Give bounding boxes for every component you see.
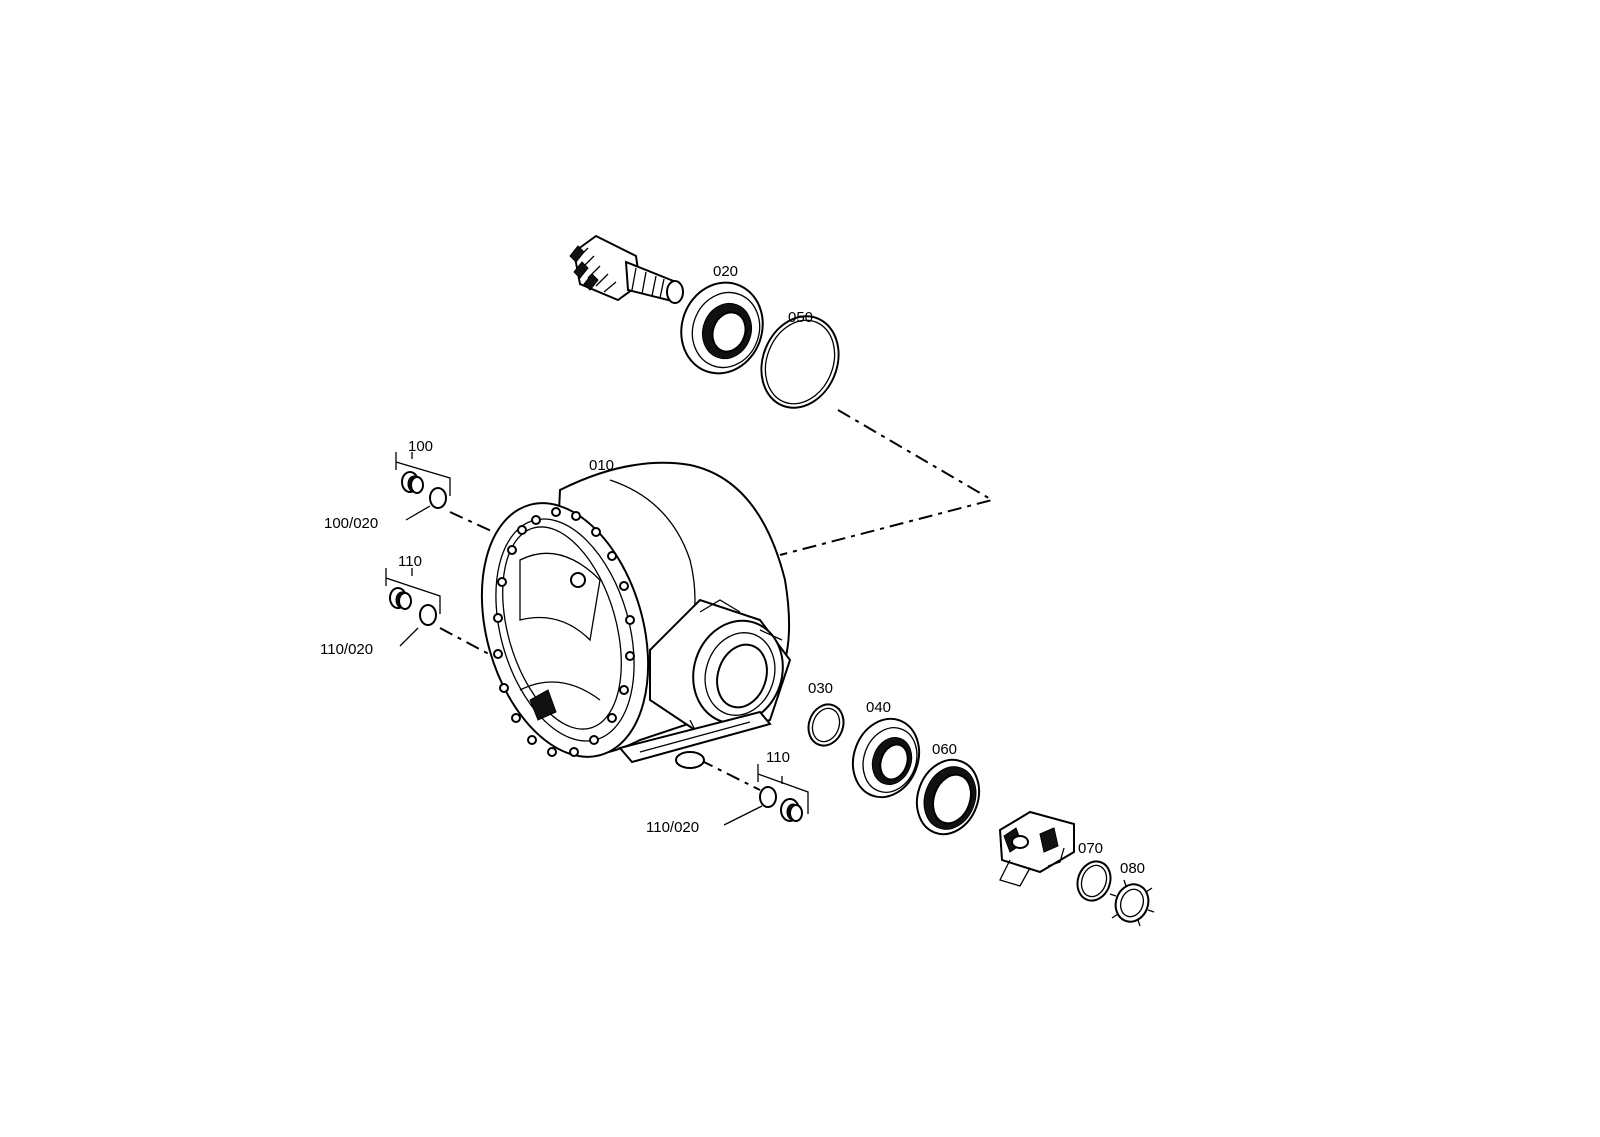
label-110-top: 110 bbox=[398, 553, 422, 570]
shim-030 bbox=[807, 703, 845, 747]
leader-110-020-top bbox=[399, 627, 419, 647]
part-labels: 010 020 050 030 040 060 070 080 100 100/… bbox=[320, 263, 1145, 877]
label-110-020-bottom: 110/020 bbox=[646, 819, 699, 836]
label-110-020-top: 110/020 bbox=[320, 641, 373, 658]
label-080: 080 bbox=[1120, 860, 1145, 877]
label-070: 070 bbox=[1078, 840, 1103, 857]
label-100-020: 100/020 bbox=[324, 515, 378, 532]
bracket-100 bbox=[395, 452, 451, 496]
bearing-020 bbox=[680, 281, 764, 375]
flange-bolt-holes bbox=[493, 507, 635, 757]
plug-assembly-110-bottom bbox=[723, 764, 809, 826]
label-050: 050 bbox=[788, 309, 813, 326]
label-060: 060 bbox=[932, 741, 957, 758]
leader-050-to-housing bbox=[779, 409, 995, 556]
label-010: 010 bbox=[589, 457, 614, 474]
leader-110-020-bottom bbox=[723, 805, 763, 826]
label-100: 100 bbox=[408, 438, 433, 455]
bearing-040 bbox=[851, 717, 921, 799]
leader-100-to-housing bbox=[449, 511, 501, 536]
o-ring-050 bbox=[760, 315, 840, 409]
plug-assembly-110-top bbox=[385, 568, 441, 647]
leader-lines bbox=[439, 409, 995, 791]
pinion-gear-shaft bbox=[569, 234, 684, 304]
label-030: 030 bbox=[808, 680, 833, 697]
label-110-bottom: 110 bbox=[766, 749, 790, 766]
bracket-110-bottom bbox=[757, 764, 809, 814]
plug-assembly-100 bbox=[395, 452, 451, 521]
washer-070 bbox=[1076, 860, 1112, 902]
label-020: 020 bbox=[713, 263, 738, 280]
leader-100-020 bbox=[405, 505, 431, 521]
axle-housing-010 bbox=[480, 461, 792, 769]
output-flange-yoke bbox=[998, 810, 1075, 887]
label-040: 040 bbox=[866, 699, 891, 716]
bracket-110-top bbox=[385, 568, 441, 614]
leader-110-bottom-to-housing bbox=[699, 759, 761, 791]
seal-060 bbox=[915, 758, 981, 836]
leader-110-to-housing bbox=[439, 627, 501, 661]
nut-080 bbox=[1109, 879, 1155, 927]
